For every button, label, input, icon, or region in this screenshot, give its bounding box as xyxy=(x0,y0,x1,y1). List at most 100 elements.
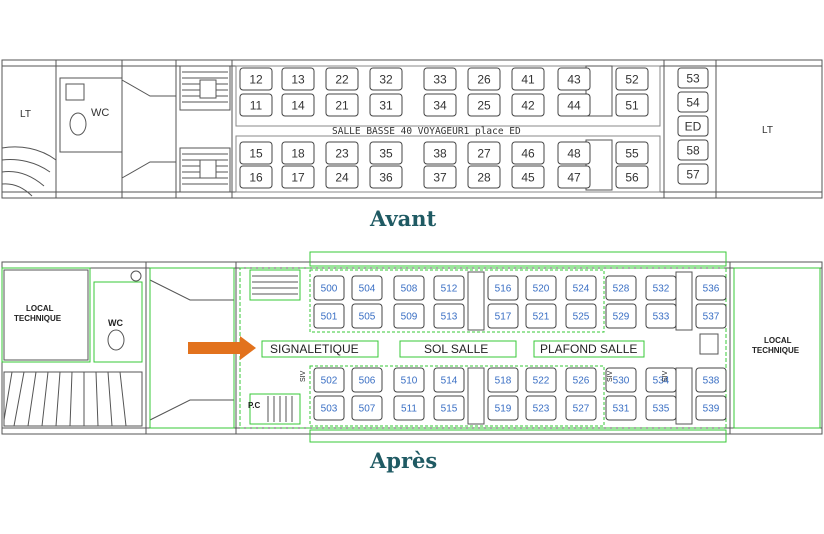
signaletique-box xyxy=(261,340,379,358)
seat-number: 527 xyxy=(573,404,590,415)
local-right-line2: TECHNIQUE xyxy=(752,346,800,355)
seat-before-end: ED xyxy=(677,115,709,137)
sol-salle-box xyxy=(399,340,517,358)
seat-number: 22 xyxy=(335,72,349,86)
seat-number: 23 xyxy=(335,146,349,160)
stair-block-bottom-after xyxy=(249,393,301,425)
caption-avant: Avant xyxy=(370,206,437,231)
seat-number: 515 xyxy=(441,404,458,415)
seat-before: 35 xyxy=(369,141,403,165)
seat-number: 526 xyxy=(573,376,590,387)
siv-label-2: SIV xyxy=(607,370,614,382)
stair-block-top-after xyxy=(249,269,301,301)
seat-before: 47 xyxy=(557,165,591,189)
seat-number: 32 xyxy=(379,72,393,86)
lt-right-before: LT xyxy=(762,125,773,136)
seat-after: 539 xyxy=(695,395,727,421)
seat-number: 529 xyxy=(613,312,630,323)
seat-after: 531 xyxy=(605,395,637,421)
seat-number: 506 xyxy=(359,376,376,387)
seat-number: 539 xyxy=(703,404,720,415)
seat-after: 513 xyxy=(433,303,465,329)
seat-number: 13 xyxy=(291,72,305,86)
seat-number: 509 xyxy=(401,312,418,323)
seat-before-end: 53 xyxy=(677,67,709,89)
seat-number: 54 xyxy=(686,95,700,109)
seat-number: 518 xyxy=(495,376,512,387)
local-left-line1: LOCAL xyxy=(26,304,54,313)
seat-before: 32 xyxy=(369,67,403,91)
local-technique-right xyxy=(733,267,821,429)
seat-after: 528 xyxy=(605,275,637,301)
seat-number: 507 xyxy=(359,404,376,415)
seat-number: 510 xyxy=(401,376,418,387)
seat-number: 55 xyxy=(625,146,639,160)
caption-apres: Après xyxy=(370,448,438,473)
lt-left-before: LT xyxy=(20,109,31,120)
seat-after: 529 xyxy=(605,303,637,329)
seat-before: 13 xyxy=(281,67,315,91)
seat-before: 12 xyxy=(239,67,273,91)
seat-before: 56 xyxy=(615,165,649,189)
seat-before: 11 xyxy=(239,93,273,117)
seat-before: 24 xyxy=(325,165,359,189)
seat-number: 521 xyxy=(533,312,550,323)
seat-before: 46 xyxy=(511,141,545,165)
seat-after: 501 xyxy=(313,303,345,329)
stairs-before xyxy=(1,146,57,197)
seat-number: 45 xyxy=(521,170,535,184)
seat-number: 508 xyxy=(401,284,418,295)
seat-number: 16 xyxy=(249,170,263,184)
seat-after: 537 xyxy=(695,303,727,329)
seat-after: 538 xyxy=(695,367,727,393)
seat-number: 531 xyxy=(613,404,630,415)
seat-number: 41 xyxy=(521,72,535,86)
seat-number: 512 xyxy=(441,284,458,295)
seat-after: 517 xyxy=(487,303,519,329)
seat-before: 27 xyxy=(467,141,501,165)
stairs-after xyxy=(3,371,143,427)
seat-after: 500 xyxy=(313,275,345,301)
seat-before: 21 xyxy=(325,93,359,117)
seat-number: 525 xyxy=(573,312,590,323)
seat-number: 35 xyxy=(379,146,393,160)
plafond-salle-box xyxy=(533,340,645,358)
seat-number: 44 xyxy=(567,98,581,112)
seat-number: 528 xyxy=(613,284,630,295)
seat-after: 534 xyxy=(645,367,677,393)
seat-before: 31 xyxy=(369,93,403,117)
seat-number: 522 xyxy=(533,376,550,387)
seat-number: 517 xyxy=(495,312,512,323)
seat-number: 34 xyxy=(433,98,447,112)
seat-before: 16 xyxy=(239,165,273,189)
seat-number: 514 xyxy=(441,376,458,387)
seat-number: 15 xyxy=(249,146,263,160)
seat-number: 533 xyxy=(653,312,670,323)
local-right-line1: LOCAL xyxy=(764,336,792,345)
seat-number: 504 xyxy=(359,284,376,295)
seat-number: 538 xyxy=(703,376,720,387)
seat-number: 511 xyxy=(401,404,417,415)
seat-number: 516 xyxy=(495,284,512,295)
seat-after: 526 xyxy=(565,367,597,393)
seat-after: 532 xyxy=(645,275,677,301)
wc-label-before: WC xyxy=(91,107,109,119)
seat-after: 522 xyxy=(525,367,557,393)
seat-before: 37 xyxy=(423,165,457,189)
seat-before: 55 xyxy=(615,141,649,165)
seat-number: 523 xyxy=(533,404,550,415)
wc-label-after: WC xyxy=(108,318,123,328)
seat-number: 36 xyxy=(379,170,393,184)
seat-before: 15 xyxy=(239,141,273,165)
seat-number: 505 xyxy=(359,312,376,323)
stair-block-top-before xyxy=(179,65,231,111)
salle-text-before: SALLE BASSE 40 VOYAGEUR1 place ED xyxy=(332,126,521,137)
seat-number: 38 xyxy=(433,146,447,160)
seat-number: 57 xyxy=(686,167,700,181)
seat-number: 537 xyxy=(703,312,720,323)
seat-number: 503 xyxy=(321,404,338,415)
seat-after: 507 xyxy=(351,395,383,421)
seat-after: 505 xyxy=(351,303,383,329)
